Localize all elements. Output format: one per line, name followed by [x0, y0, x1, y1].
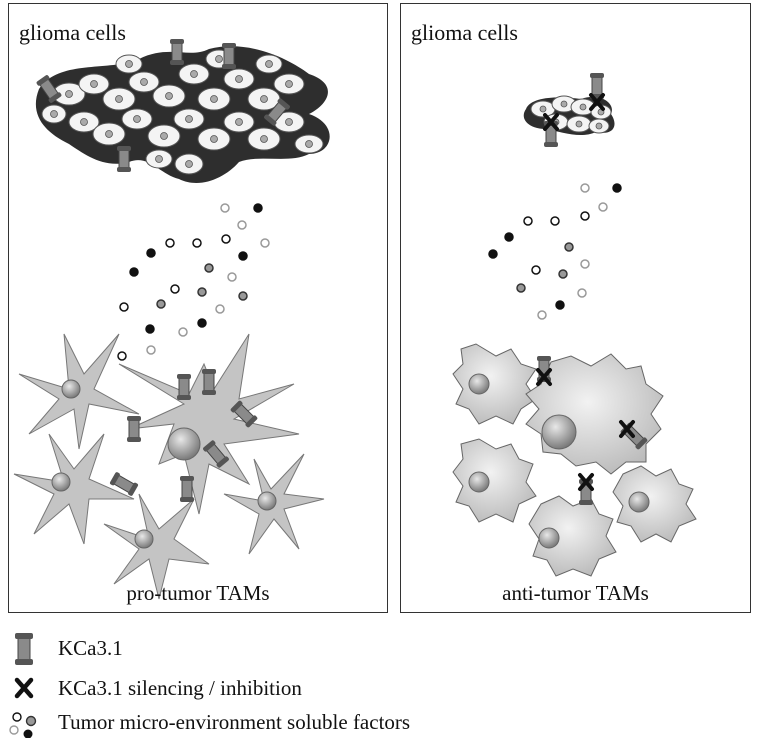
glioma-tumor-small [523, 72, 615, 148]
legend-factors-label: Tumor micro-environment soluble factors [58, 710, 411, 734]
soluble-factors [488, 183, 622, 320]
left-panel-title: glioma cells [19, 20, 126, 45]
tam-nuclei [51, 379, 277, 549]
tam-nuclei [468, 373, 650, 549]
anti-tumor-illustration [452, 72, 697, 577]
glioma-tumor-mass [35, 38, 330, 183]
kca31-channel-icon [116, 145, 132, 173]
anti-tumor-tams [452, 343, 697, 577]
legend-channel-label: KCa3.1 [58, 636, 123, 660]
kca31-channel-icon [169, 38, 185, 66]
pro-tumor-illustration [13, 38, 330, 600]
pro-tumor-tams [13, 333, 325, 600]
soluble-factors-icon [9, 712, 37, 738]
soluble-factors [117, 203, 270, 361]
anti-tumor-panel: glioma cells [400, 3, 751, 613]
pro-tumor-panel: glioma cells [8, 3, 388, 613]
kca31-channel-icon [15, 633, 33, 665]
legend-inhibition-label: KCa3.1 silencing / inhibition [58, 676, 302, 700]
kca31-channel-icon [221, 42, 237, 70]
right-panel-caption: anti-tumor TAMs [502, 581, 649, 605]
right-panel-title: glioma cells [411, 20, 518, 45]
kca31-channel-icon [176, 373, 192, 401]
inhibition-x-icon [14, 677, 34, 699]
left-panel-caption: pro-tumor TAMs [126, 581, 270, 605]
